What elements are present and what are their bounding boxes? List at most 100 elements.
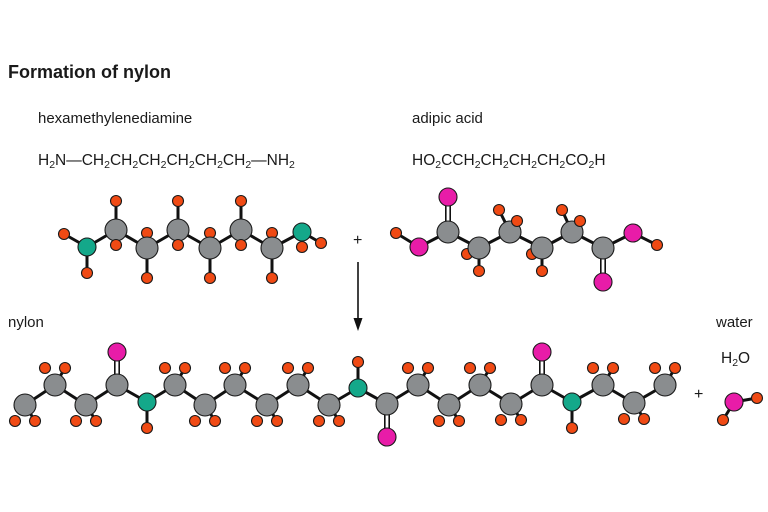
hydrogen-atom	[492, 203, 506, 217]
hydrogen-atom	[171, 238, 185, 252]
hydrogen-atom	[57, 227, 71, 241]
hydrogen-atom	[432, 414, 446, 428]
carbon-atom	[530, 373, 554, 397]
hydrogen-atom	[28, 414, 42, 428]
hydrogen-atom	[637, 412, 651, 426]
hydrogen-atom	[203, 271, 217, 285]
nylon-model	[8, 342, 682, 447]
hydrogen-atom	[109, 238, 123, 252]
hydrogen-atom	[312, 414, 326, 428]
hydrogen-atom	[89, 414, 103, 428]
hydrogen-atom	[472, 264, 486, 278]
nylon-model-atoms	[8, 342, 682, 447]
water-model	[716, 391, 764, 427]
oxygen-atom	[724, 392, 744, 412]
oxygen-atom	[532, 342, 552, 362]
oxygen-atom	[409, 237, 429, 257]
carbon-atom	[530, 236, 554, 260]
carbon-atom	[436, 220, 460, 244]
hexamethylenediamine-model-back-atoms	[140, 226, 279, 240]
hydrogen-atom	[650, 238, 664, 252]
carbon-atom	[467, 236, 491, 260]
carbon-atom	[468, 373, 492, 397]
carbon-atom	[255, 393, 279, 417]
hexamethylenediamine-model-atoms	[57, 194, 328, 285]
hydrogen-atom	[314, 236, 328, 250]
carbon-atom	[591, 373, 615, 397]
reactant1-name: hexamethylenediamine	[38, 110, 193, 127]
hydrogen-atom	[171, 194, 185, 208]
hydrogen-atom	[463, 361, 477, 375]
product-water-name: water	[716, 314, 753, 331]
hydrogen-atom	[281, 361, 295, 375]
carbon-atom	[198, 236, 222, 260]
nitrogen-atom	[292, 222, 312, 242]
hydrogen-atom	[80, 266, 94, 280]
carbon-atom	[135, 236, 159, 260]
carbon-atom	[591, 236, 615, 260]
hydrogen-atom	[301, 361, 315, 375]
hydrogen-atom	[494, 413, 508, 427]
carbon-atom	[260, 236, 284, 260]
hydrogen-atom	[8, 414, 22, 428]
reaction-arrow-head	[353, 318, 363, 331]
product-water-formula: H2O	[721, 350, 751, 369]
hydrogen-atom	[586, 361, 600, 375]
carbon-atom	[193, 393, 217, 417]
carbon-atom	[317, 393, 341, 417]
carbon-atom	[622, 391, 646, 415]
hydrogen-atom	[295, 240, 309, 254]
hydrogen-atom	[69, 414, 83, 428]
hydrogen-atom	[535, 264, 549, 278]
hydrogen-atom	[265, 271, 279, 285]
hydrogen-atom	[389, 226, 403, 240]
hydrogen-atom	[452, 414, 466, 428]
nitrogen-atom	[562, 392, 582, 412]
diagram-title: Formation of nylon	[8, 62, 171, 82]
oxygen-atom	[593, 272, 613, 292]
hydrogen-atom	[158, 361, 172, 375]
hydrogen-atom	[234, 194, 248, 208]
nitrogen-atom	[348, 378, 368, 398]
hydrogen-atom	[178, 361, 192, 375]
hydrogen-atom	[565, 421, 579, 435]
hydrogen-atom	[234, 238, 248, 252]
hexamethylenediamine-model	[57, 194, 328, 285]
reaction-arrow	[353, 262, 363, 331]
carbon-atom	[43, 373, 67, 397]
hydrogen-atom	[401, 361, 415, 375]
carbon-atom	[286, 373, 310, 397]
carbon-atom	[499, 392, 523, 416]
hydrogen-atom	[750, 391, 764, 405]
hydrogen-atom	[38, 361, 52, 375]
adipic-acid-model-bonds	[395, 197, 658, 282]
reactant1-formula: H2N—CH2CH2CH2CH2CH2CH2—NH2	[38, 152, 295, 171]
hydrogen-atom	[351, 355, 365, 369]
oxygen-atom	[107, 342, 127, 362]
plus-sign-reactants: +	[353, 232, 363, 249]
hydrogen-atom	[332, 414, 346, 428]
hydrogen-atom	[648, 361, 662, 375]
hydrogen-atom	[218, 361, 232, 375]
carbon-atom	[653, 373, 677, 397]
hydrogen-atom	[58, 361, 72, 375]
adipic-acid-model-atoms	[389, 187, 664, 292]
hydrogen-atom	[555, 203, 569, 217]
hexamethylenediamine-model-bonds	[63, 201, 322, 278]
hydrogen-atom	[109, 194, 123, 208]
adipic-acid-model	[389, 187, 664, 292]
water-model-atoms	[716, 391, 764, 427]
reactant2-name: adipic acid	[412, 110, 483, 127]
product-nylon-name: nylon	[8, 314, 44, 331]
plus-sign-products: +	[694, 386, 704, 403]
hydrogen-atom	[140, 271, 154, 285]
oxygen-atom	[623, 223, 643, 243]
carbon-atom	[375, 392, 399, 416]
hydrogen-atom	[514, 413, 528, 427]
hydrogen-atom	[250, 414, 264, 428]
hydrogen-atom	[238, 361, 252, 375]
carbon-atom	[166, 218, 190, 242]
carbon-atom	[223, 373, 247, 397]
hydrogen-atom	[606, 361, 620, 375]
nitrogen-atom	[137, 392, 157, 412]
